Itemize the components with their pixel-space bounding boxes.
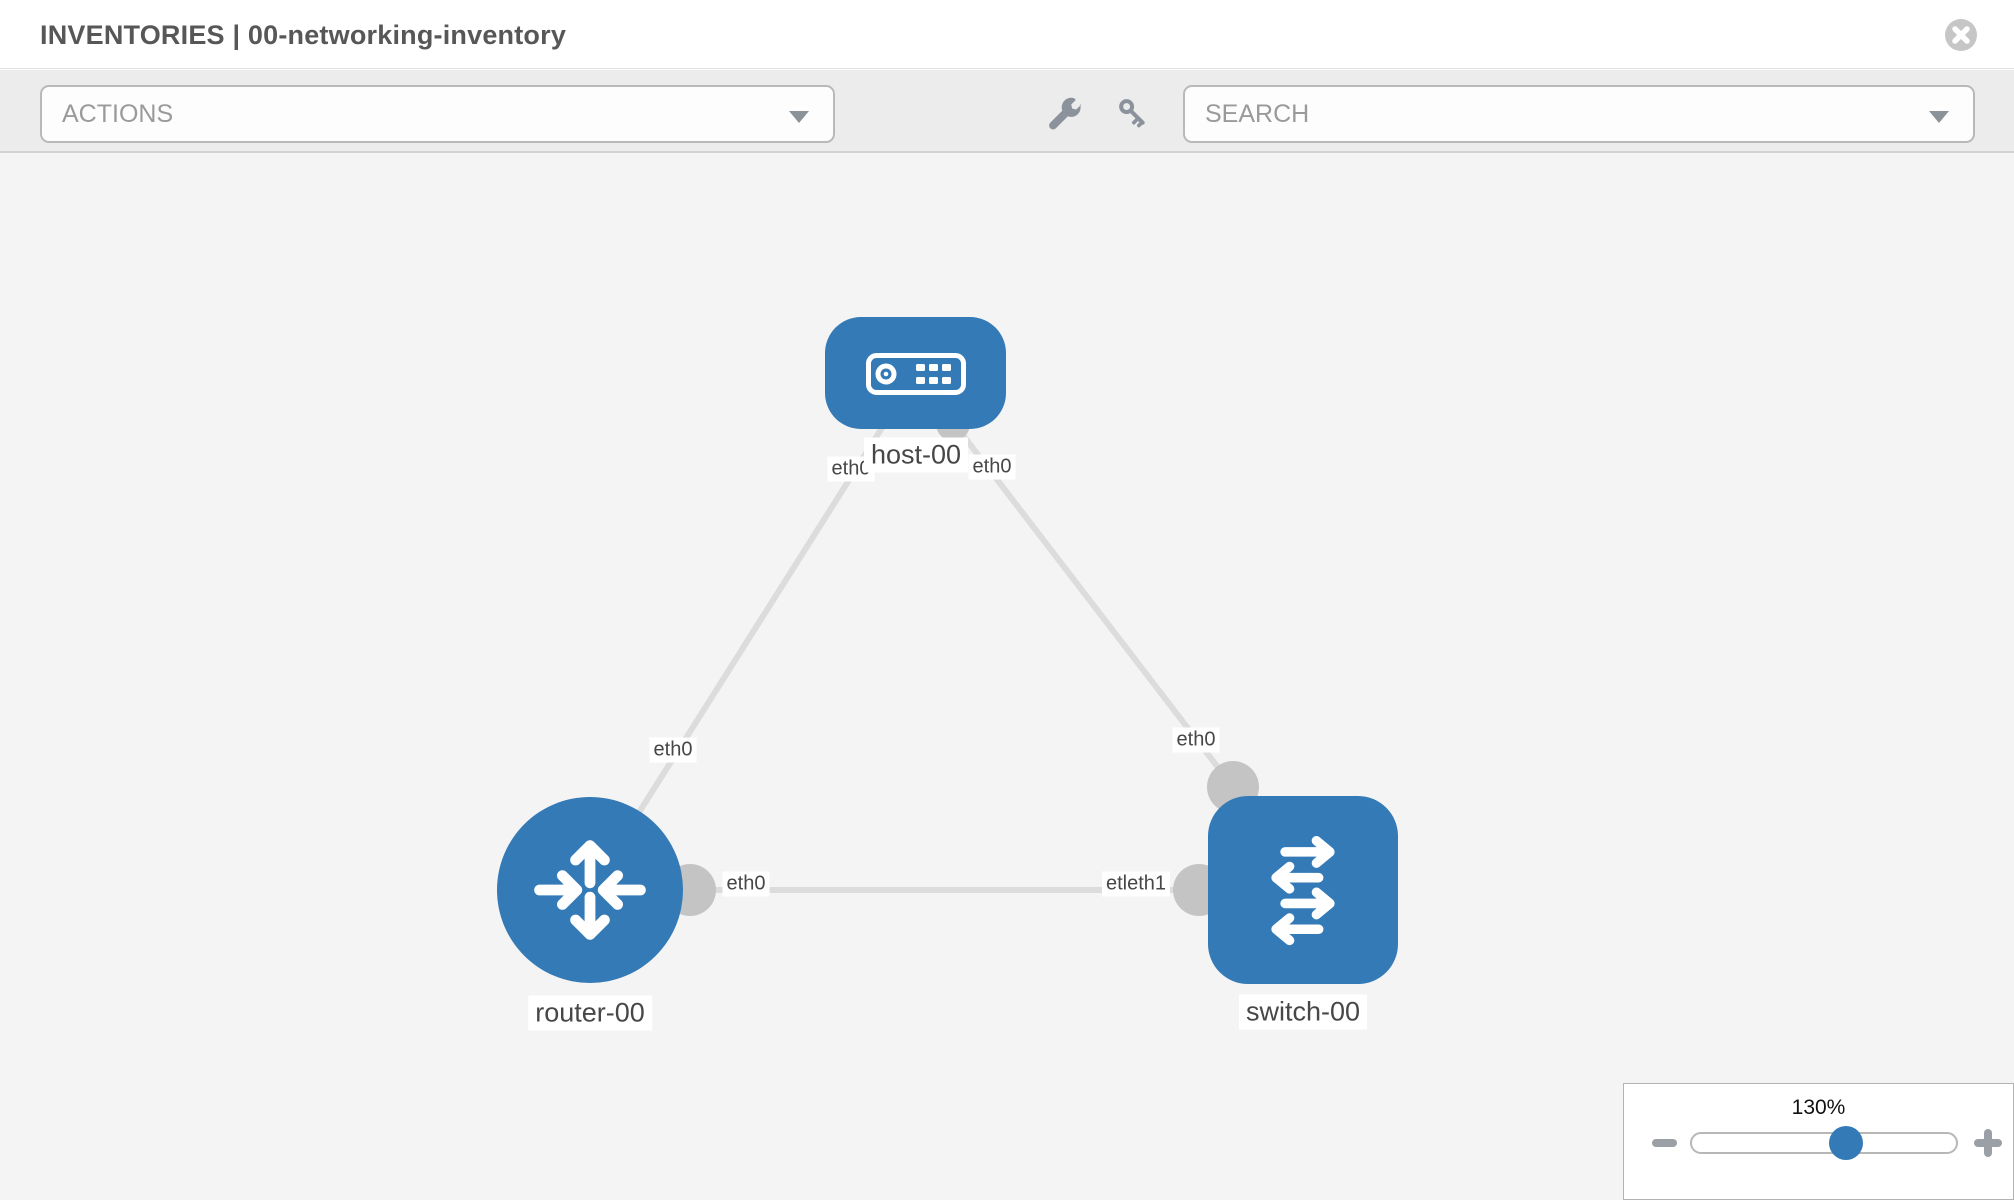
router-icon bbox=[534, 840, 646, 940]
interface-label: eth0 bbox=[968, 454, 1016, 480]
edge-host-switch[interactable] bbox=[913, 372, 1236, 789]
zoom-slider-knob[interactable] bbox=[1829, 1126, 1863, 1160]
node-host[interactable] bbox=[825, 317, 1006, 429]
actions-dropdown-label: ACTIONS bbox=[62, 99, 174, 128]
header-bar: INVENTORIES | 00-networking-inventory bbox=[0, 0, 2014, 69]
node-label-router: router-00 bbox=[528, 995, 652, 1031]
node-router[interactable] bbox=[497, 797, 683, 983]
actions-dropdown[interactable]: ACTIONS bbox=[40, 85, 835, 143]
node-switch[interactable] bbox=[1208, 796, 1398, 984]
wrench-icon[interactable] bbox=[1047, 95, 1085, 133]
page-title: INVENTORIES | 00-networking-inventory bbox=[40, 20, 567, 50]
chevron-down-icon bbox=[789, 111, 809, 123]
close-icon[interactable] bbox=[1944, 18, 1978, 52]
zoom-level-value: 130% bbox=[1791, 1096, 1846, 1119]
switch-icon bbox=[1271, 835, 1335, 946]
zoom-control-panel: 130% bbox=[1623, 1083, 2014, 1200]
chevron-down-icon bbox=[1929, 111, 1949, 123]
zoom-out-button[interactable] bbox=[1652, 1139, 1677, 1147]
node-label-host: host-00 bbox=[863, 437, 969, 473]
key-icon[interactable] bbox=[1115, 95, 1153, 133]
interface-label: eth0 bbox=[649, 737, 697, 763]
toolbar: ACTIONS SEARCH bbox=[0, 70, 2014, 153]
interface-label: eth0 bbox=[1172, 727, 1220, 753]
search-placeholder: SEARCH bbox=[1205, 99, 1310, 128]
search-dropdown[interactable]: SEARCH bbox=[1183, 85, 1975, 143]
interface-label: eth0 bbox=[722, 871, 770, 897]
node-label-switch: switch-00 bbox=[1238, 994, 1368, 1030]
topology-canvas[interactable]: eth0 host-00 eth0 eth0 eth0 eth0 etleth1… bbox=[0, 153, 2014, 1200]
host-icon bbox=[866, 353, 966, 395]
interface-label: etleth1 bbox=[1101, 871, 1171, 897]
zoom-slider-track[interactable] bbox=[1690, 1132, 1958, 1154]
zoom-in-button[interactable] bbox=[1974, 1129, 2002, 1157]
